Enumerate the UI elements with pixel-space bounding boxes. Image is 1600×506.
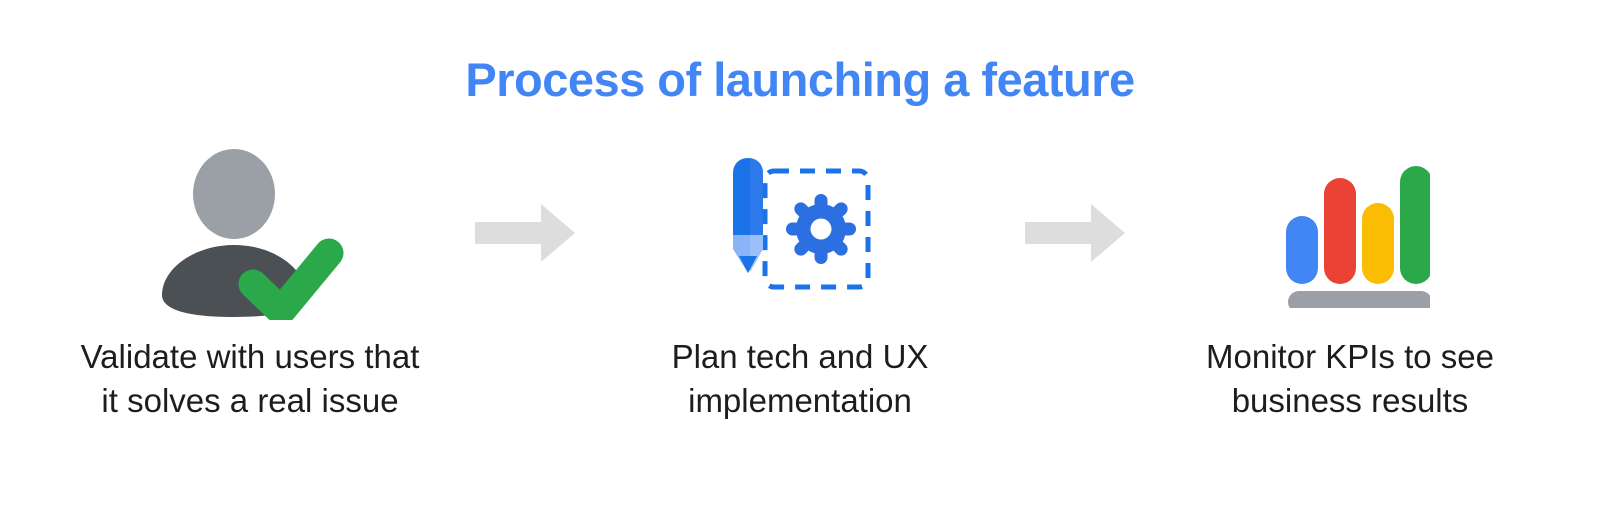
step-validate-caption: Validate with users that it solves a rea… [80,338,420,419]
arrow-right-icon [1025,203,1125,262]
arrow-right-icon [475,203,575,262]
step-plan-icon-slot [720,140,880,325]
step-plan: Plan tech and UX implementation [590,140,1010,422]
connector-arrow-1-slot [460,140,590,325]
page-title: Process of launching a feature [465,53,1135,106]
person-check-icon [150,145,350,320]
step-validate-icon-slot [150,140,350,325]
process-flow: Validate with users that it solves a rea… [0,140,1600,470]
bar-chart-icon [1270,158,1430,308]
step-monitor: Monitor KPIs to see business results [1140,140,1560,422]
step-validate: Validate with users that it solves a rea… [40,140,460,422]
step-monitor-icon-slot [1270,140,1430,325]
connector-arrow-2-slot [1010,140,1140,325]
pencil-gear-icon [720,153,880,313]
step-monitor-caption: Monitor KPIs to see business results [1206,338,1494,419]
step-plan-caption: Plan tech and UX implementation [671,338,929,419]
